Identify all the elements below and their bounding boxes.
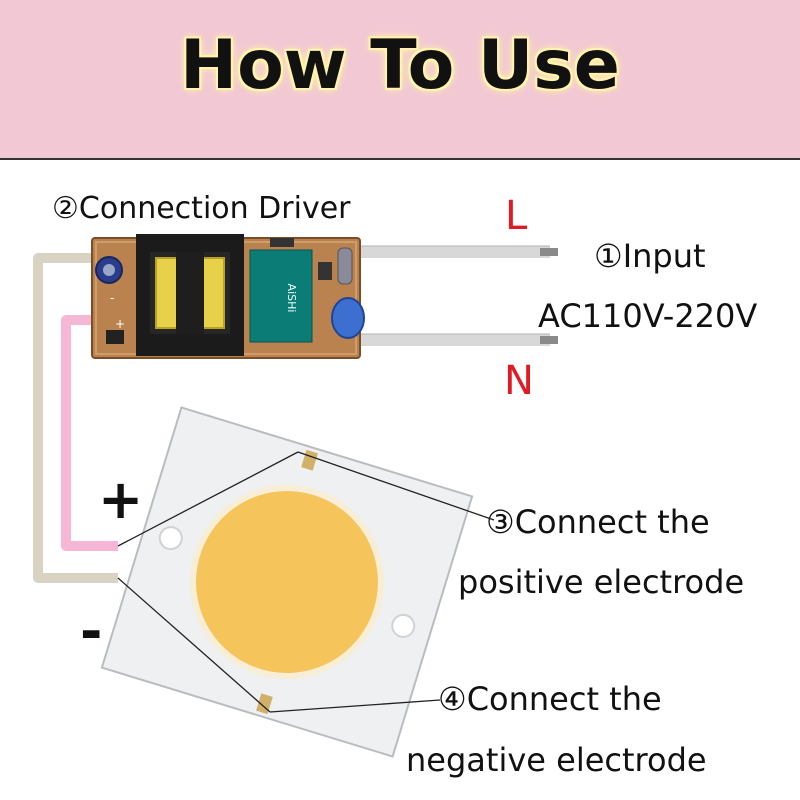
input-label: ①Input (594, 237, 706, 275)
live-wire-tip (540, 248, 558, 256)
page-title: How To Use (180, 26, 620, 105)
pad-minus-label: - (110, 291, 114, 305)
driver-board: AiSHi + - (91, 234, 365, 359)
pad-plus-label: + (115, 317, 125, 331)
driver-chip (249, 249, 313, 343)
positive-wire (61, 315, 118, 551)
small-component (106, 330, 124, 344)
neutral-label: N (504, 358, 534, 404)
negative-wire (33, 253, 118, 583)
mount-hole-right (391, 613, 416, 638)
chip-brand-text: AiSHi (285, 284, 298, 313)
capacitor-top (103, 264, 115, 276)
negative-pad (256, 693, 273, 715)
mount-hole-left (158, 526, 183, 551)
negative-leader-line (269, 699, 441, 713)
neutral-wire-tip (540, 336, 558, 344)
fuse-resistor (337, 247, 353, 285)
positive-connection-line (117, 451, 299, 547)
led-phosphor (196, 491, 378, 673)
positive-leader-line (297, 451, 495, 521)
negative-connection-line (117, 577, 271, 713)
step4-line2: negative electrode (406, 741, 707, 779)
minus-sign: - (80, 600, 103, 663)
step3-line2: positive electrode (458, 563, 745, 601)
resistor (270, 238, 294, 247)
transformer-bobbin (176, 252, 204, 334)
step3-line1: ③Connect the (486, 503, 710, 541)
voltage-label: AC110V-220V (538, 297, 758, 335)
resistor-2 (318, 262, 332, 280)
led-phosphor-ring (190, 485, 384, 679)
cob-led (100, 406, 474, 758)
live-label: L (505, 193, 528, 239)
blue-y-capacitor (331, 297, 365, 339)
plus-sign: + (98, 468, 144, 531)
header-banner: How To Use (0, 0, 800, 160)
step4-line1: ④Connect the (438, 680, 662, 718)
driver-label: ②Connection Driver (52, 191, 351, 226)
